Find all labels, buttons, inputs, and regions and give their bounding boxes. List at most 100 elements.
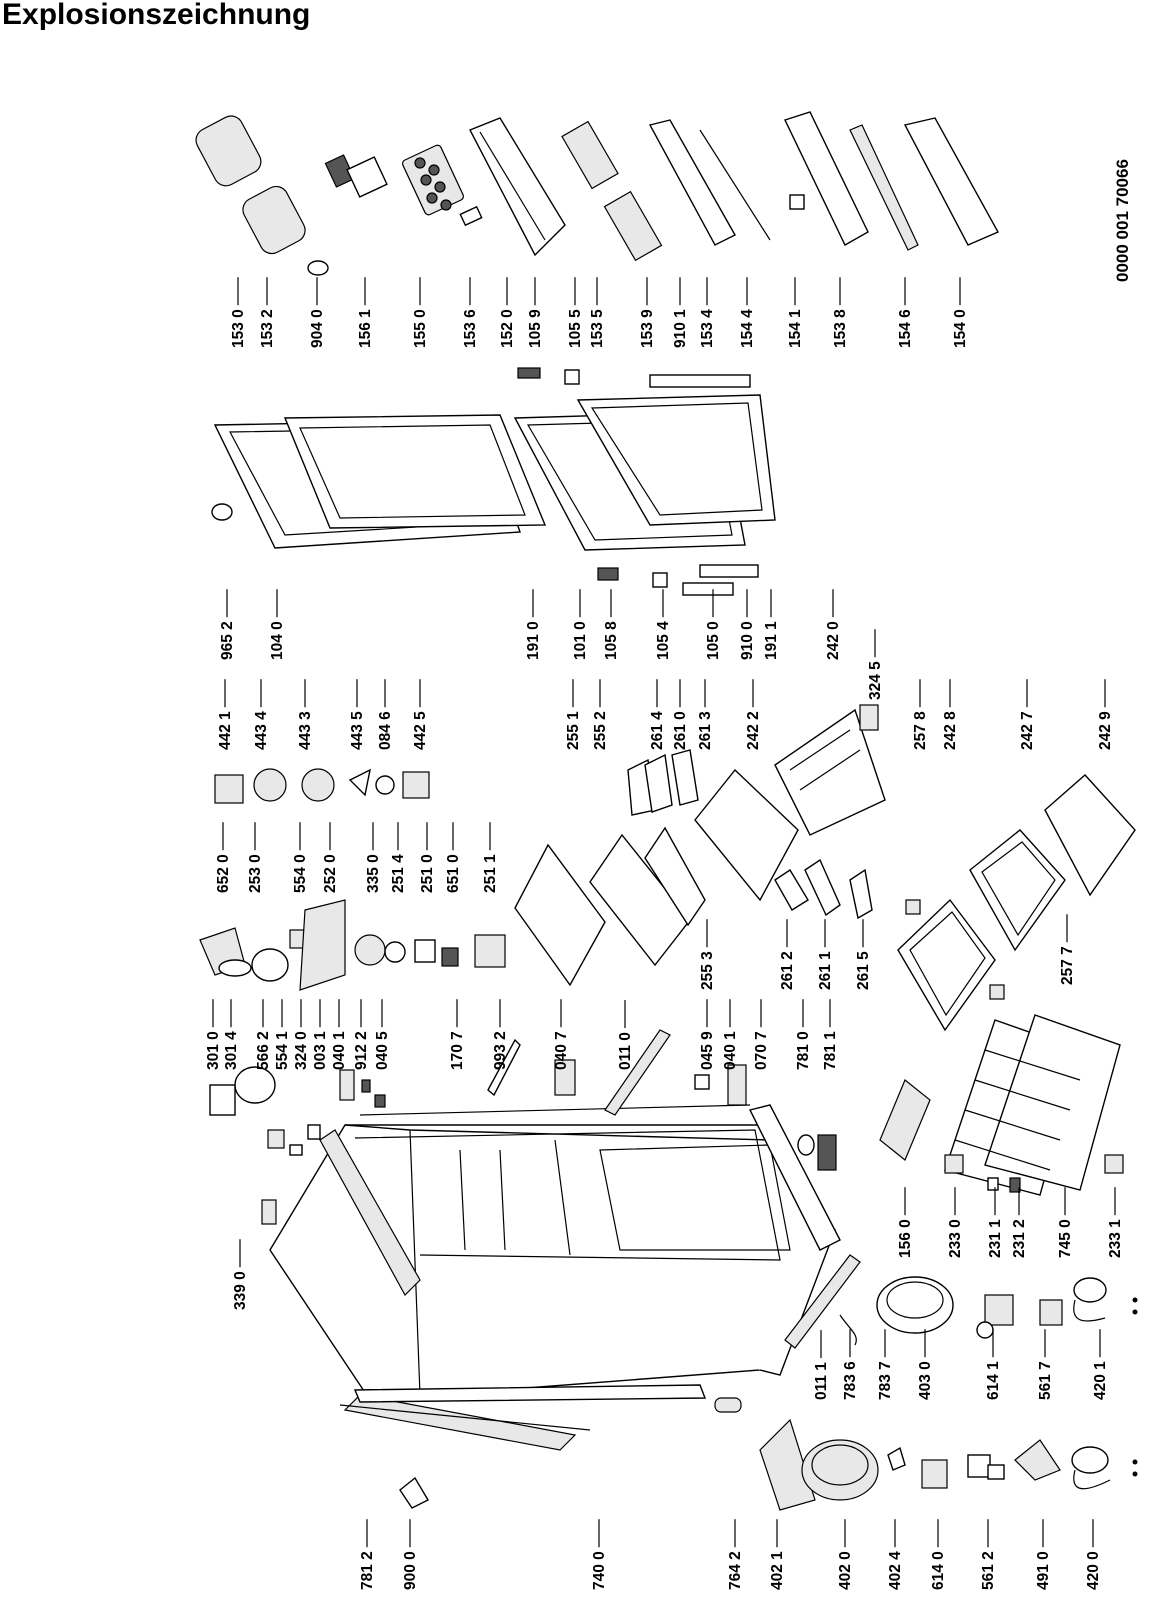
part-label-242-9: 242 9 [1097,711,1114,750]
part-label-900-0: 900 0 [402,1551,419,1590]
part-label-154-1: 154 1 [787,309,804,348]
part-label-153-9: 153 9 [639,309,656,348]
part-label-443-5: 443 5 [349,711,366,750]
part-label-040-1-a: 040 1 [331,1031,348,1070]
part-label-105-8: 105 8 [603,621,620,660]
part-label-156-1: 156 1 [357,309,374,348]
part-label-154-6: 154 6 [897,309,914,348]
part-label-339-0: 339 0 [232,1271,249,1310]
part-label-965-2: 965 2 [219,621,236,660]
part-label-191-1: 191 1 [763,621,780,660]
part-label-154-0: 154 0 [952,309,969,348]
part-label-242-8: 242 8 [942,711,959,750]
part-label-253-0: 253 0 [247,854,264,893]
part-label-261-0: 261 0 [672,711,689,750]
part-label-554-1: 554 1 [274,1031,291,1070]
part-label-153-8: 153 8 [832,309,849,348]
part-label-040-7: 040 7 [553,1031,570,1070]
part-label-170-7: 170 7 [449,1031,466,1070]
part-label-651-0: 651 0 [445,854,462,893]
part-label-783-7: 783 7 [877,1361,894,1400]
part-label-443-4: 443 4 [253,711,270,750]
part-labels: 153 0 153 2 904 0 156 1 155 0 153 6 152 … [205,159,1132,1590]
freezer-drawers-group [897,774,1136,1032]
part-label-261-1: 261 1 [817,951,834,990]
part-label-324-5: 324 5 [867,661,884,700]
part-label-105-4: 105 4 [655,621,672,660]
part-label-255-1: 255 1 [565,711,582,750]
part-label-261-2: 261 2 [779,951,796,990]
part-label-301-4: 301 4 [223,1031,240,1070]
part-label-154-4: 154 4 [739,309,756,348]
part-label-257-7: 257 7 [1059,946,1076,985]
part-label-764-2: 764 2 [727,1551,744,1590]
part-label-904-0: 904 0 [309,309,326,348]
part-label-402-1: 402 1 [769,1551,786,1590]
part-label-084-6: 084 6 [377,711,394,750]
wire-shelves [944,1014,1124,1196]
part-label-251-1: 251 1 [482,854,499,893]
part-label-420-0: 420 0 [1085,1551,1102,1590]
part-label-261-4: 261 4 [649,711,666,750]
fan-motor-group [214,768,430,804]
door-panels [211,394,776,551]
part-label-491-0: 491 0 [1035,1551,1052,1590]
part-label-335-0: 335 0 [365,854,382,893]
part-label-231-1: 231 1 [987,1219,1004,1258]
part-label-261-5: 261 5 [855,951,872,990]
part-label-252-0: 252 0 [322,854,339,893]
part-label-783-6: 783 6 [842,1361,859,1400]
part-label-781-2: 781 2 [359,1551,376,1590]
part-label-781-1: 781 1 [822,1031,839,1070]
part-label-231-2: 231 2 [1011,1219,1028,1258]
fastener-group [209,1029,931,1171]
part-label-912-2: 912 2 [353,1031,370,1070]
hinge-clip-group [517,367,759,596]
part-label-403-0: 403 0 [917,1361,934,1400]
part-label-420-1: 420 1 [1092,1361,1109,1400]
part-label-155-0: 155 0 [412,309,429,348]
part-label-011-0: 011 0 [617,1032,634,1070]
part-label-242-2: 242 2 [745,711,762,750]
part-label-614-0: 614 0 [930,1551,947,1590]
part-label-261-3: 261 3 [697,711,714,750]
part-label-740-0: 740 0 [591,1551,608,1590]
part-label-781-0: 781 0 [795,1031,812,1070]
part-label-554-0: 554 0 [292,854,309,893]
part-label-257-8: 257 8 [912,711,929,750]
part-label-070-7: 070 7 [753,1031,770,1070]
part-label-745-0: 745 0 [1057,1219,1074,1258]
part-label-153-5: 153 5 [589,309,606,348]
part-label-003-1: 003 1 [312,1031,329,1070]
control-components-group [199,899,506,991]
part-label-614-1: 614 1 [985,1361,1002,1400]
part-label-993-2: 993 2 [492,1031,509,1070]
leader-lines [212,277,1116,1548]
part-label-301-0: 301 0 [205,1031,222,1070]
part-label-105-0: 105 0 [705,621,722,660]
part-label-105-5: 105 5 [567,309,584,348]
document-number: 0000 001 70066 [1113,159,1132,282]
shelves-crisper-group [514,704,886,987]
compressor-group [784,1254,1107,1349]
bottom-components-group [339,1297,1138,1511]
part-label-045-9: 045 9 [699,1031,716,1070]
part-label-233-0: 233 0 [947,1219,964,1258]
part-label-040-5: 040 5 [374,1031,391,1070]
part-label-910-0: 910 0 [739,621,756,660]
part-label-104-0: 104 0 [269,621,286,660]
part-label-402-4: 402 4 [887,1551,904,1590]
cabinet-body [261,1104,841,1401]
part-label-910-1: 910 1 [672,309,689,348]
part-label-402-0: 402 0 [837,1551,854,1590]
part-label-156-0: 156 0 [897,1219,914,1258]
part-label-242-0: 242 0 [825,621,842,660]
part-label-011-1: 011 1 [813,1362,830,1400]
part-label-251-4: 251 4 [390,854,407,893]
part-label-324-0: 324 0 [293,1031,310,1070]
part-label-652-0: 652 0 [215,854,232,893]
part-label-153-0: 153 0 [230,309,247,348]
part-label-561-2: 561 2 [980,1551,997,1590]
part-label-191-0: 191 0 [525,621,542,660]
part-label-153-2: 153 2 [259,309,276,348]
